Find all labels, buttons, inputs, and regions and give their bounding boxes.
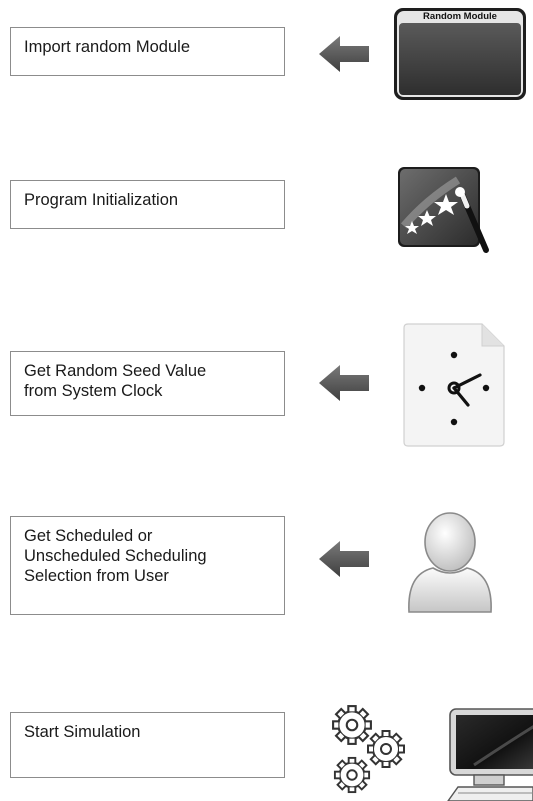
step-box-start-simulation: Start Simulation bbox=[10, 712, 285, 778]
step-label-line: Program Initialization bbox=[24, 191, 179, 209]
step-box-get-random-seed: Get Random Seed Value from System Clock bbox=[10, 351, 285, 416]
step-label-line: from System Clock bbox=[24, 382, 163, 400]
step-label-line: Import random Module bbox=[24, 38, 190, 56]
left-arrow-icon bbox=[317, 34, 371, 74]
step-box-import-random-module: Import random Module bbox=[10, 27, 285, 76]
step-box-get-scheduling-selection: Get Scheduled or Unscheduled Scheduling … bbox=[10, 516, 285, 615]
gears-icon bbox=[328, 703, 420, 799]
step-label-line: Get Scheduled or bbox=[24, 527, 153, 545]
desktop-computer-icon bbox=[444, 705, 533, 801]
magic-wand-icon bbox=[396, 164, 494, 256]
random-module-window-icon: Random Module bbox=[392, 6, 528, 102]
step-label-line: Unscheduled Scheduling bbox=[24, 547, 207, 565]
step-label-line: Selection from User bbox=[24, 567, 169, 585]
left-arrow-icon bbox=[317, 363, 371, 403]
random-module-window-title: Random Module bbox=[423, 11, 497, 22]
step-label-line: Start Simulation bbox=[24, 723, 141, 741]
left-arrow-icon bbox=[317, 539, 371, 579]
step-box-program-initialization: Program Initialization bbox=[10, 180, 285, 229]
step-label-line: Get Random Seed Value bbox=[24, 362, 207, 380]
clock-document-icon bbox=[400, 322, 508, 448]
user-icon bbox=[403, 508, 497, 616]
